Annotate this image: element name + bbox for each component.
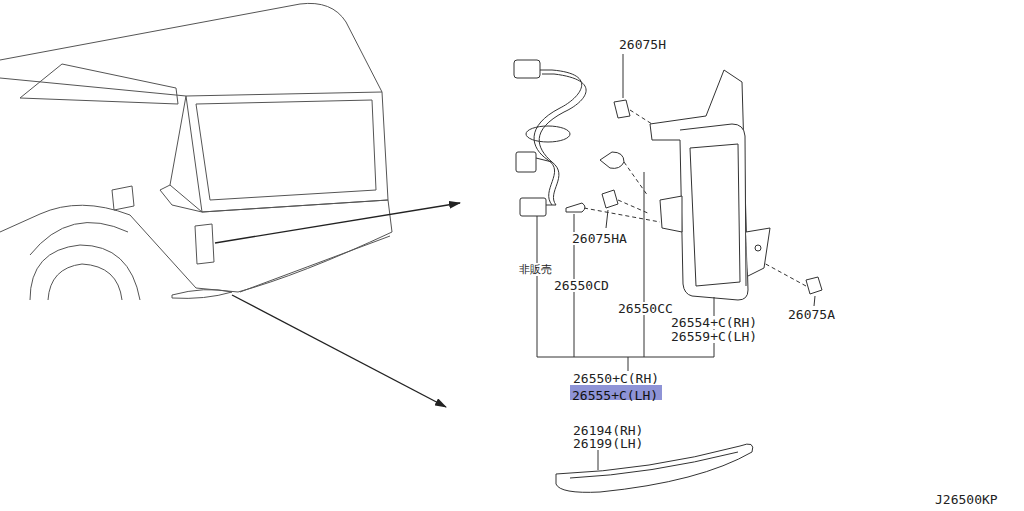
wiring-harness [514, 60, 586, 240]
leader-line [537, 54, 815, 470]
part-number: 26075HA [571, 232, 628, 245]
rear-reflector [556, 444, 753, 492]
part-number: 26559+C(LH) [670, 330, 758, 343]
rear-combination-lamp [650, 70, 770, 300]
part-number: 26075A [787, 308, 836, 321]
part-number: 26554+C(RH) [670, 316, 758, 329]
highlighted-part-number: 26555+C(LH) [570, 385, 662, 400]
part-number: 26194(RH) [572, 424, 644, 437]
part-number: 26550CD [553, 279, 610, 292]
pointer-arrow [215, 203, 460, 243]
diagram-code: J26500KP [934, 493, 999, 506]
part-number: 26555+C(LH) [572, 389, 658, 402]
vehicle-outline [0, 3, 392, 300]
not-for-sale-note: 非販売 [518, 263, 553, 276]
part-number: 26199(LH) [572, 437, 644, 450]
part-number: 26075H [618, 38, 667, 51]
part-number: 26550+C(RH) [572, 372, 660, 385]
pointer-arrow [232, 295, 446, 407]
part-number: 26550CC [617, 302, 674, 315]
bulb [566, 152, 624, 212]
